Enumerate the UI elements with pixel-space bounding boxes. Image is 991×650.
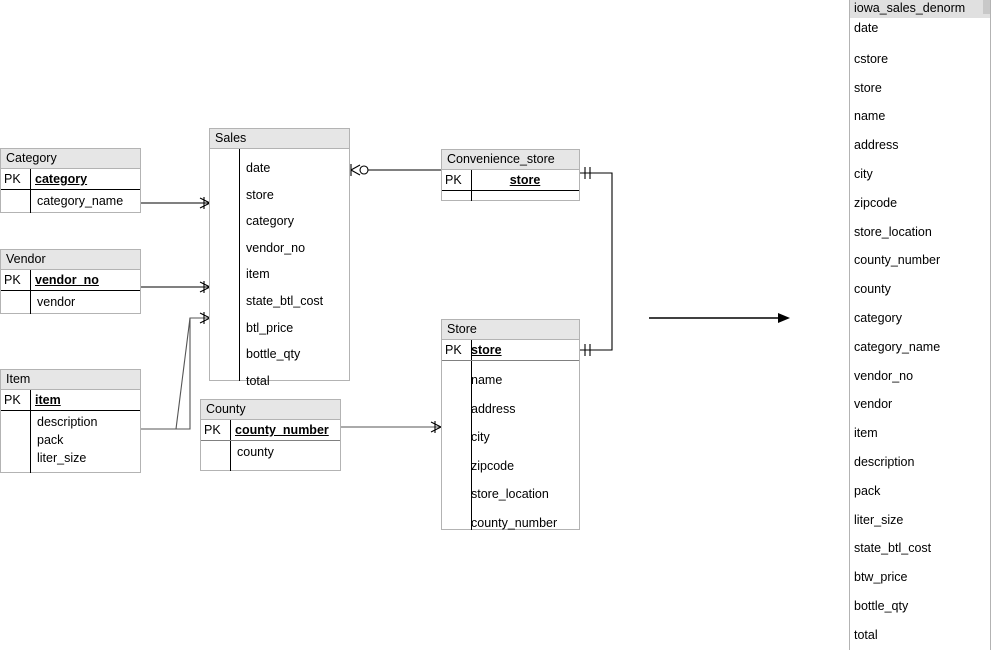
entity-convenience-store-title: Convenience_store xyxy=(442,150,579,170)
pk-label: PK xyxy=(445,343,462,357)
attribute-row: vendor xyxy=(37,295,76,309)
attribute-row: liter_size xyxy=(37,451,87,465)
denorm-column: county xyxy=(854,282,891,297)
denorm-table-panel[interactable]: iowa_sales_denorm date cstore store name… xyxy=(849,0,991,650)
attribute-row: item xyxy=(246,267,270,282)
entity-item-attributes: description pack liter_size xyxy=(1,411,140,467)
attribute-row: category_name xyxy=(37,194,124,208)
entity-sales[interactable]: Sales date store category vendor_no item… xyxy=(209,128,350,388)
connector-sales-conveniencestore xyxy=(350,164,441,176)
entity-store[interactable]: Store PK store name address city zipcode… xyxy=(441,319,580,530)
attribute-row: store xyxy=(246,187,274,202)
attribute-row: category xyxy=(246,214,294,229)
entity-store-attributes: name address city zipcode store_location… xyxy=(442,361,579,538)
entity-vendor-title: Vendor xyxy=(1,250,140,270)
entity-sales-attributes: date store category vendor_no item state… xyxy=(210,149,349,394)
denorm-column: name xyxy=(854,109,886,124)
attribute-row: btl_price xyxy=(246,320,294,335)
attribute-row: description xyxy=(37,415,98,429)
entity-convenience-store-pk-row: PK store xyxy=(442,170,579,191)
entity-county-pk-row: PK county_number xyxy=(201,420,340,441)
entity-item-pk-row: PK item xyxy=(1,390,140,411)
denorm-column: address xyxy=(854,138,899,153)
entity-county-attributes: county xyxy=(201,441,340,461)
entity-category-attributes: category_name xyxy=(1,190,140,210)
pk-field-name: item xyxy=(35,393,61,407)
denorm-column: total xyxy=(854,627,878,642)
attribute-row: address xyxy=(471,401,516,416)
vertical-scrollbar[interactable] xyxy=(983,0,990,14)
denorm-column: vendor xyxy=(854,397,893,412)
pk-label: PK xyxy=(445,173,462,187)
attribute-row: zipcode xyxy=(471,458,515,473)
entity-vendor[interactable]: Vendor PK vendor_no vendor xyxy=(0,249,141,314)
denorm-column: store xyxy=(854,80,882,95)
denorm-column: county_number xyxy=(854,253,941,268)
denorm-column: date xyxy=(854,21,879,35)
denorm-column: zipcode xyxy=(854,195,898,210)
pk-field-name: category xyxy=(35,172,88,186)
denorm-table-title: iowa_sales_denorm xyxy=(850,0,990,18)
entity-county-title: County xyxy=(201,400,340,420)
attribute-row: total xyxy=(246,373,270,388)
attribute-row: pack xyxy=(37,433,64,447)
attribute-row: bottle_qty xyxy=(246,347,301,362)
entity-store-title: Store xyxy=(442,320,579,340)
entity-county[interactable]: County PK county_number county xyxy=(200,399,341,471)
attribute-row: name xyxy=(471,373,503,387)
denorm-column: city xyxy=(854,166,873,181)
denorm-column: liter_size xyxy=(854,512,904,527)
entity-sales-title: Sales xyxy=(210,129,349,149)
attribute-row: vendor_no xyxy=(246,240,306,255)
pk-label: PK xyxy=(4,273,21,287)
pk-field-name: store xyxy=(509,173,541,187)
connector-county-store xyxy=(341,421,442,433)
attribute-row: date xyxy=(246,161,271,175)
pk-field-name: store xyxy=(471,343,502,357)
pk-field-name: vendor_no xyxy=(35,273,99,287)
attribute-row: city xyxy=(471,430,490,445)
pk-label: PK xyxy=(4,393,21,407)
entity-category[interactable]: Category PK category category_name xyxy=(0,148,141,213)
entity-category-pk-row: PK category xyxy=(1,169,140,190)
entity-item[interactable]: Item PK item description pack liter_size xyxy=(0,369,141,473)
denorm-column: cstore xyxy=(854,51,889,66)
connector-vendor-sales xyxy=(141,281,211,293)
entity-vendor-pk-row: PK vendor_no xyxy=(1,270,140,291)
denorm-column: vendor_no xyxy=(854,368,914,383)
entity-category-title: Category xyxy=(1,149,140,169)
denorm-column: bottle_qty xyxy=(854,598,909,613)
pk-field-name: county_number xyxy=(235,423,329,437)
connector-category-sales xyxy=(141,197,211,209)
entity-item-title: Item xyxy=(1,370,140,390)
pk-label: PK xyxy=(4,172,21,186)
denorm-column: category xyxy=(854,310,902,325)
attribute-row: state_btl_cost xyxy=(246,293,324,308)
denorm-column: btw_price xyxy=(854,570,908,585)
transform-arrow xyxy=(649,313,790,323)
denorm-column: item xyxy=(854,426,878,441)
entity-vendor-attributes: vendor xyxy=(1,291,140,311)
denorm-column: store_location xyxy=(854,224,932,239)
entity-store-pk-row: PK store xyxy=(442,340,579,361)
denorm-column-list: date cstore store name address city zipc… xyxy=(850,18,990,650)
attribute-row: county xyxy=(237,445,274,459)
pk-label: PK xyxy=(204,423,221,437)
attribute-row: store_location xyxy=(471,487,549,502)
attribute-row: county_number xyxy=(471,515,558,530)
connector-conveniencestore-store xyxy=(580,167,613,356)
denorm-column: state_btl_cost xyxy=(854,541,932,556)
denorm-column: description xyxy=(854,454,915,469)
denorm-column: pack xyxy=(854,483,881,498)
entity-convenience-store[interactable]: Convenience_store PK store xyxy=(441,149,580,201)
denorm-column: category_name xyxy=(854,339,941,354)
